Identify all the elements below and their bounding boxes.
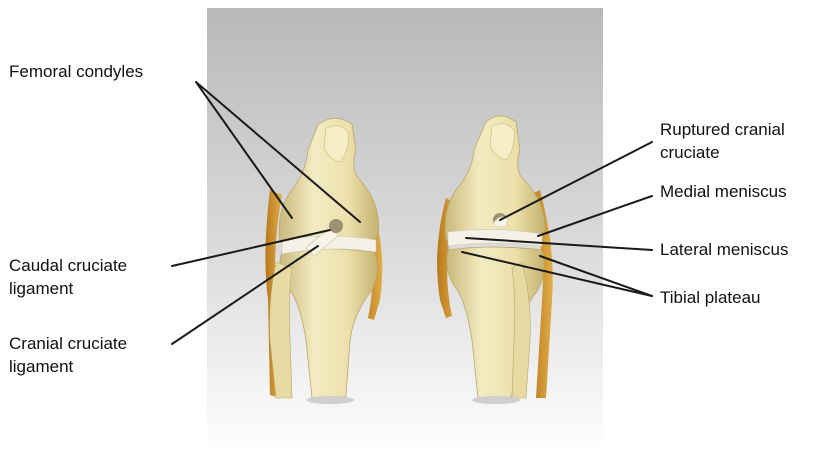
label-ruptured-line1: Ruptured cranial (660, 118, 785, 141)
label-medial-meniscus: Medial meniscus (660, 180, 787, 203)
left-notch (329, 219, 343, 233)
label-tibial-plateau: Tibial plateau (660, 286, 761, 309)
label-femoral-condyles: Femoral condyles (9, 60, 143, 83)
label-cranial-cruciate-line1: Cranial cruciate (9, 332, 127, 355)
label-lateral-meniscus: Lateral meniscus (660, 238, 789, 261)
label-ruptured-cranial-cruciate: Ruptured cranial cruciate (660, 118, 785, 164)
left-shadow (306, 396, 354, 404)
label-cranial-cruciate-ligament: Cranial cruciate ligament (9, 332, 127, 378)
label-caudal-cruciate-line1: Caudal cruciate (9, 254, 127, 277)
label-cranial-cruciate-line2: ligament (9, 355, 127, 378)
right-shadow (472, 396, 520, 404)
label-caudal-cruciate-line2: ligament (9, 277, 127, 300)
label-ruptured-line2: cruciate (660, 141, 785, 164)
label-caudal-cruciate-ligament: Caudal cruciate ligament (9, 254, 127, 300)
